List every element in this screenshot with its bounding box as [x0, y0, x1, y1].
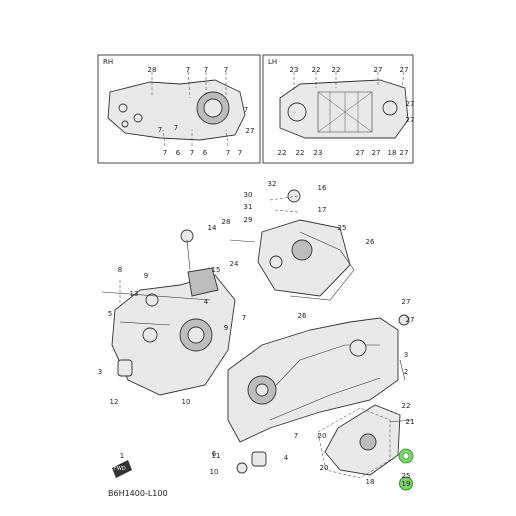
inset-rh-callout: 7 [186, 66, 190, 74]
inset-lh-callout: 18 [388, 149, 397, 157]
inset-rh-callout: 7 [204, 66, 208, 74]
inset-rh-callout: 7 [163, 149, 167, 157]
part-callout: 15 [212, 266, 221, 274]
part-callout: 4 [284, 454, 289, 462]
part-callout: 26 [298, 312, 307, 320]
inset-rh-callout: 6 [176, 149, 181, 157]
inset-rh-tag: RH [103, 58, 113, 66]
part-callout: 27 [402, 298, 411, 306]
part-callout: 7 [294, 432, 298, 440]
part-callout: 11 [212, 452, 221, 460]
part-callout: 3 [98, 368, 102, 376]
part-callout: 24 [230, 260, 239, 268]
part-callout: 20 [318, 432, 327, 440]
part-callout: 9 [224, 324, 228, 332]
lh-crankcase-cover [279, 79, 409, 139]
inset-lh-callout: 27 [406, 100, 415, 108]
part-callout: 28 [222, 218, 231, 226]
inset-rh-callout: 7 [224, 66, 228, 74]
part-callout: 20 [320, 464, 329, 472]
inset-rh-callout: 7 [238, 149, 242, 157]
part-callout: 9 [144, 272, 148, 280]
inset-lh-callout: 27 [400, 149, 409, 157]
part-callout: 22 [402, 402, 411, 410]
inset-rh-callout: 7 [226, 149, 230, 157]
part-callout: 30 [244, 191, 253, 199]
part-callout: 13 [130, 290, 139, 298]
inset-rh-callout: 7 [244, 106, 248, 114]
part-callout: 17 [318, 206, 327, 214]
inset-lh-callout: 23 [290, 66, 299, 74]
part-callout: 25 [402, 472, 411, 480]
part-callout: 7 [242, 314, 246, 322]
inset-lh-callout: 23 [314, 149, 323, 157]
part-callout: 3 [404, 351, 408, 359]
fwd-label: FWD [114, 466, 126, 472]
inset-lh-callout: 27 [372, 149, 381, 157]
inset-rh-callout: 6 [203, 149, 208, 157]
inset-lh-callout: 27 [356, 149, 365, 157]
highlighted-callout: 19 [402, 480, 411, 488]
part-callout: 18 [366, 478, 375, 486]
main-exploded-view: FWD [101, 189, 414, 479]
inset-lh-tag: LH [268, 58, 277, 66]
part-callout: 5 [108, 310, 112, 318]
part-callout: 6 [212, 450, 217, 458]
part-callout: 27 [406, 316, 415, 324]
inset-lh-callout: 27 [374, 66, 383, 74]
inset-lh-callout: 22 [296, 149, 305, 157]
part-callout: 10 [210, 468, 219, 476]
inset-rh-callout: 27 [246, 127, 255, 135]
fwd-arrow-icon [112, 460, 132, 478]
inset-lh-callout: 27 [400, 66, 409, 74]
diagram-code: B6H1400-L100 [108, 489, 168, 498]
inset-lh-callout: 22 [312, 66, 321, 74]
part-callout: 31 [244, 203, 253, 211]
part-callout: 25 [338, 224, 347, 232]
part-callout: 14 [208, 224, 217, 232]
part-callout: 16 [318, 184, 327, 192]
part-callout: 2 [404, 368, 408, 376]
part-callout: 32 [268, 180, 277, 188]
inset-rh-callout: 7 [174, 124, 178, 132]
inset-rh-callout: 28 [148, 66, 157, 74]
inset-lh-callout: 22 [278, 149, 287, 157]
part-callout: 21 [406, 418, 415, 426]
part-callout: 26 [366, 238, 375, 246]
part-callout: 12 [110, 398, 119, 406]
inset-lh-callout: 27 [406, 116, 415, 124]
part-callout: 29 [244, 216, 253, 224]
inset-rh-callout: 7 [158, 126, 162, 134]
part-callout: 10 [182, 398, 191, 406]
inset-lh-callout: 22 [332, 66, 341, 74]
highlight-callout-marker [399, 476, 413, 491]
inset-rh-callout: 7 [190, 149, 194, 157]
part-callout: 1 [120, 452, 124, 460]
part-callout: 8 [118, 266, 122, 274]
part-callout: 4 [204, 298, 209, 306]
